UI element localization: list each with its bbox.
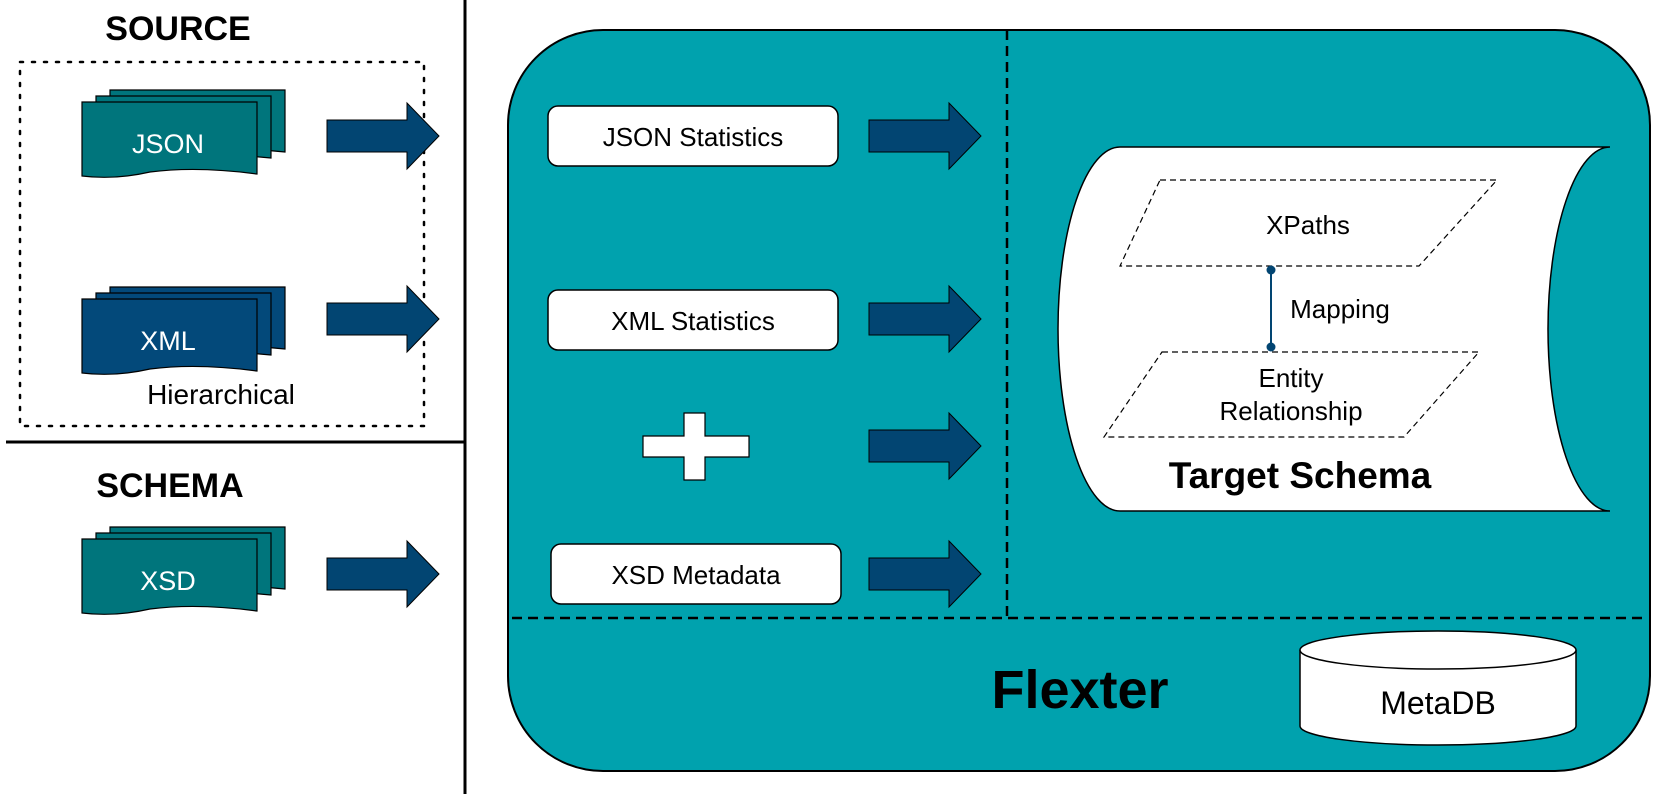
- xsd-file-label: XSD: [140, 566, 196, 596]
- xml-file-icon: XML: [81, 286, 286, 375]
- metadb-label: MetaDB: [1380, 685, 1496, 721]
- xml-file-label: XML: [140, 326, 196, 356]
- xml-statistics-label: XML Statistics: [611, 306, 775, 336]
- schema-heading: SCHEMA: [96, 467, 243, 505]
- json-statistics-label: JSON Statistics: [603, 122, 784, 152]
- json-input-arrow: [326, 102, 440, 170]
- xsd-metadata-box: XSD Metadata: [550, 543, 842, 605]
- json-file-icon: JSON: [81, 89, 286, 178]
- json-file-label: JSON: [132, 129, 204, 159]
- flexter-title: Flexter: [991, 660, 1168, 720]
- xml-statistics-box: XML Statistics: [547, 289, 839, 351]
- xsd-input-arrow: [326, 540, 440, 608]
- entity-label: Entity: [1258, 363, 1323, 393]
- metadb-icon: MetaDB: [1299, 630, 1577, 746]
- hierarchical-label: Hierarchical: [147, 379, 295, 410]
- source-heading: SOURCE: [105, 10, 250, 48]
- plus-icon: [642, 412, 750, 481]
- target-schema-title: Target Schema: [1169, 455, 1432, 496]
- entity-relationship-layer: [1102, 351, 1481, 438]
- mapping-label: Mapping: [1290, 294, 1390, 324]
- xsd-file-icon: XSD: [81, 526, 286, 615]
- xsd-metadata-label: XSD Metadata: [611, 560, 781, 590]
- xml-input-arrow: [326, 285, 440, 353]
- mapping-connector: [1266, 265, 1276, 352]
- xpaths-label: XPaths: [1266, 210, 1350, 240]
- json-statistics-box: JSON Statistics: [547, 105, 839, 167]
- relationship-label: Relationship: [1219, 396, 1362, 426]
- xpaths-layer: [1119, 179, 1499, 267]
